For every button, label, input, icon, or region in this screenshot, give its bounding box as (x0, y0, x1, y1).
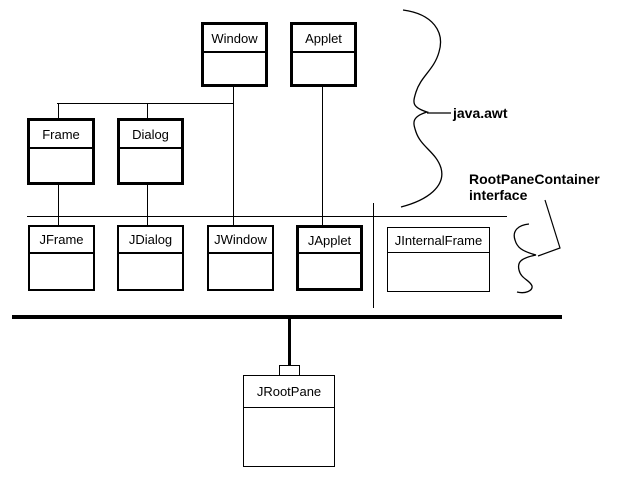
class-name-applet: Applet (293, 25, 354, 53)
connector-dialog-top-stub (147, 103, 148, 118)
class-box-window: Window (201, 22, 268, 87)
java-awt-brace (400, 9, 443, 208)
awt-swing-separator-line (27, 216, 507, 217)
rootpane-shared-rule (12, 315, 562, 319)
class-box-jinternalframe: JInternalFrame (387, 227, 490, 292)
class-name-frame: Frame (30, 121, 92, 149)
rootpane-container-label: RootPaneContainer interface (469, 171, 600, 203)
rootpane-container-label-line2: interface (469, 187, 528, 203)
class-name-window: Window (204, 25, 265, 53)
class-name-dialog: Dialog (120, 121, 181, 149)
rootpane-container-brace (513, 223, 537, 294)
class-name-jdialog: JDialog (119, 227, 182, 254)
class-name-japplet: JApplet (299, 228, 360, 254)
connector-frame-to-jframe (58, 185, 59, 225)
class-name-jrootpane: JRootPane (244, 376, 334, 408)
class-box-jwindow: JWindow (207, 225, 274, 291)
class-box-jrootpane: JRootPane (243, 375, 335, 467)
connector-window-to-jwindow (233, 87, 234, 225)
connector-frame-dialog-window (57, 103, 234, 104)
class-name-jframe: JFrame (30, 227, 93, 254)
class-box-applet: Applet (290, 22, 357, 87)
class-name-jwindow: JWindow (209, 227, 272, 254)
rootpane-container-label-line1: RootPaneContainer (469, 171, 600, 187)
java-awt-label: java.awt (453, 105, 508, 121)
class-box-frame: Frame (27, 118, 95, 185)
connector-frame-top-stub (58, 103, 59, 118)
class-name-jinternalframe: JInternalFrame (388, 228, 489, 253)
jinternalframe-divider-line (373, 203, 374, 308)
class-box-japplet: JApplet (296, 225, 363, 291)
rootpane-container-leader-line (537, 199, 561, 257)
class-box-jdialog: JDialog (117, 225, 184, 291)
class-box-jframe: JFrame (28, 225, 95, 291)
connector-applet-to-japplet (322, 87, 323, 225)
connector-dialog-to-jdialog (147, 185, 148, 225)
rootpane-hanger-line (288, 319, 291, 365)
class-box-dialog: Dialog (117, 118, 184, 185)
